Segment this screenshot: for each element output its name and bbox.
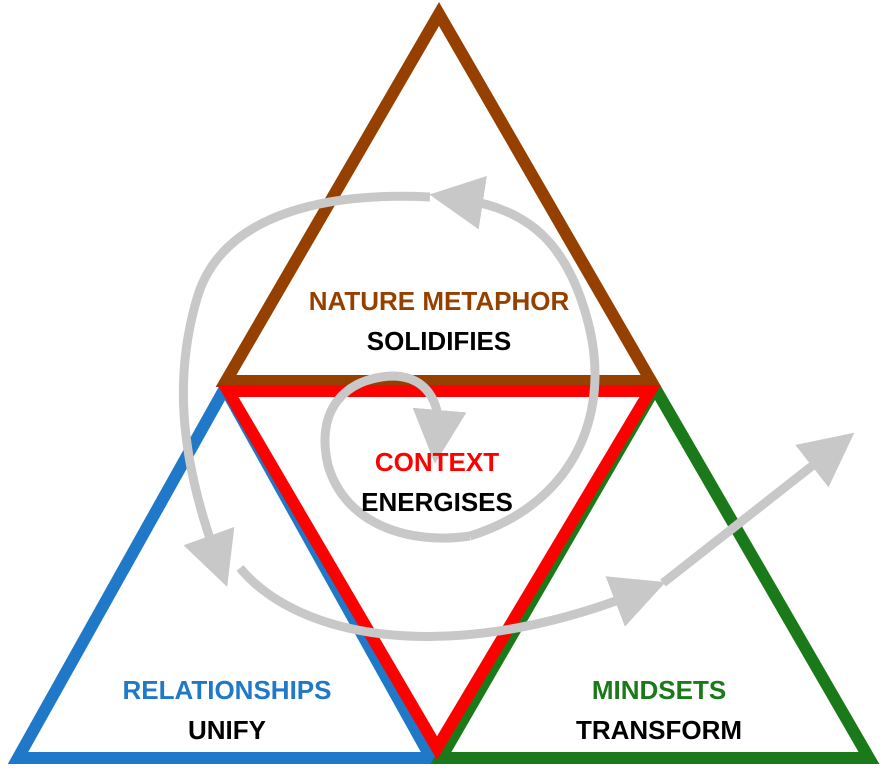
nature-metaphor-subtitle: SOLIDIFIES <box>367 326 511 356</box>
context-title: CONTEXT <box>375 447 499 477</box>
spiral-arrow-exit <box>660 432 855 587</box>
spiral-arrow-outer <box>178 191 431 587</box>
relationships-title: RELATIONSHIPS <box>123 675 332 705</box>
context-triangle <box>217 385 661 760</box>
spiral-arrow-inner <box>429 176 600 541</box>
nature-metaphor-title: NATURE METAPHOR <box>309 286 570 316</box>
spiral-arrow-center <box>320 371 471 543</box>
mindsets-title: MINDSETS <box>592 675 726 705</box>
context-subtitle: ENERGISES <box>361 487 513 517</box>
mindsets-subtitle: TRANSFORM <box>576 715 742 745</box>
relationships-subtitle: UNIFY <box>188 715 266 745</box>
spiral-arrow-bottom <box>236 565 666 641</box>
